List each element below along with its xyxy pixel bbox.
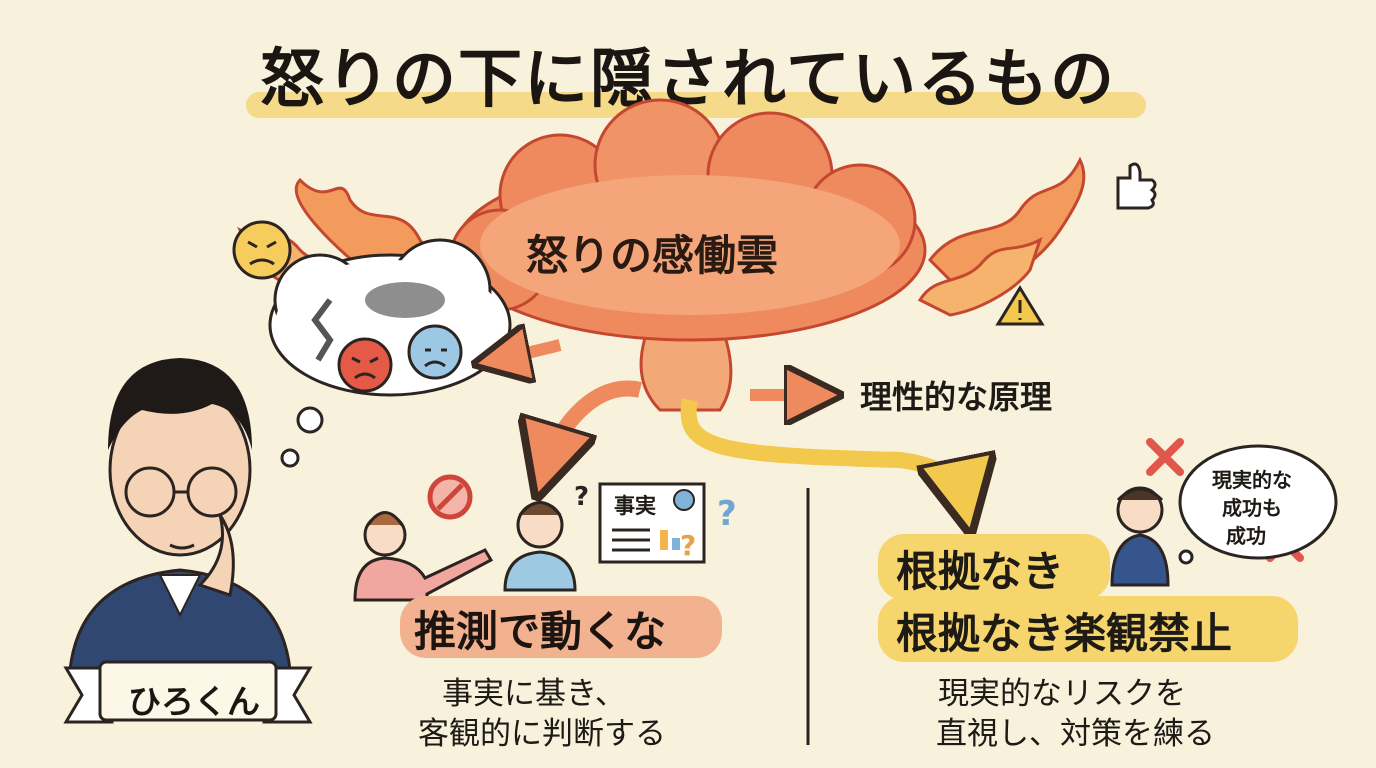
right-section-description-line1: 現実的なリスクを: [938, 676, 1186, 712]
arrow-to-thought: [495, 345, 562, 360]
speech-bubble-line3: 成功: [1226, 524, 1266, 548]
fact-document: [598, 482, 706, 564]
right-heading-highlight-2: [878, 596, 1298, 662]
svg-text:?: ?: [717, 494, 737, 534]
confused-boy: [503, 501, 577, 592]
thought-bubble: [268, 238, 512, 468]
sad-face-icon: [407, 324, 463, 380]
anger-cloud: [448, 98, 927, 412]
fire-icon: [917, 156, 1086, 317]
fact-document-label: 事実: [614, 494, 656, 518]
arrow-to-left-section: [545, 380, 642, 470]
name-ribbon: [63, 660, 313, 724]
right-section-description-line2: 直視し、対策を練る: [936, 716, 1215, 752]
speech-bubble-line1: 現実的な: [1212, 468, 1292, 492]
warning-icon: [995, 285, 1045, 326]
presenter-name: ひろくん: [128, 682, 260, 721]
right-section-heading-line2: 根拠なき楽観禁止: [896, 609, 1233, 658]
left-section-heading: 推測で動くな: [414, 607, 667, 656]
left-section-description-line2: 客観的に判断する: [418, 716, 666, 752]
right-heading-highlight-1: [878, 534, 1110, 600]
confident-businessman: [1110, 486, 1170, 587]
speech-bubble-line2: 成功も: [1222, 496, 1282, 520]
thumbs-up-icon: [1116, 162, 1157, 210]
arrow-to-right-section: [680, 398, 965, 505]
speech-bubble: [1178, 444, 1338, 565]
presenter-portrait: [68, 358, 292, 672]
angry-face-icon: [337, 337, 393, 393]
pointing-woman: [353, 511, 494, 602]
anger-cloud-label: 怒りの感働雲: [526, 231, 779, 280]
right-section-heading-line1: 根拠なき: [896, 547, 1065, 596]
question-icon: ? ? ?: [574, 482, 737, 562]
svg-text:?: ?: [680, 529, 696, 562]
left-section-description-line1: 事実に基き、: [442, 676, 626, 712]
prohibited-icon: [427, 474, 473, 520]
angry-face-icon: [232, 220, 292, 280]
svg-text:?: ?: [574, 482, 589, 512]
left-heading-highlight: [400, 596, 722, 658]
rational-principle-label: 理性的な原理: [860, 378, 1053, 416]
